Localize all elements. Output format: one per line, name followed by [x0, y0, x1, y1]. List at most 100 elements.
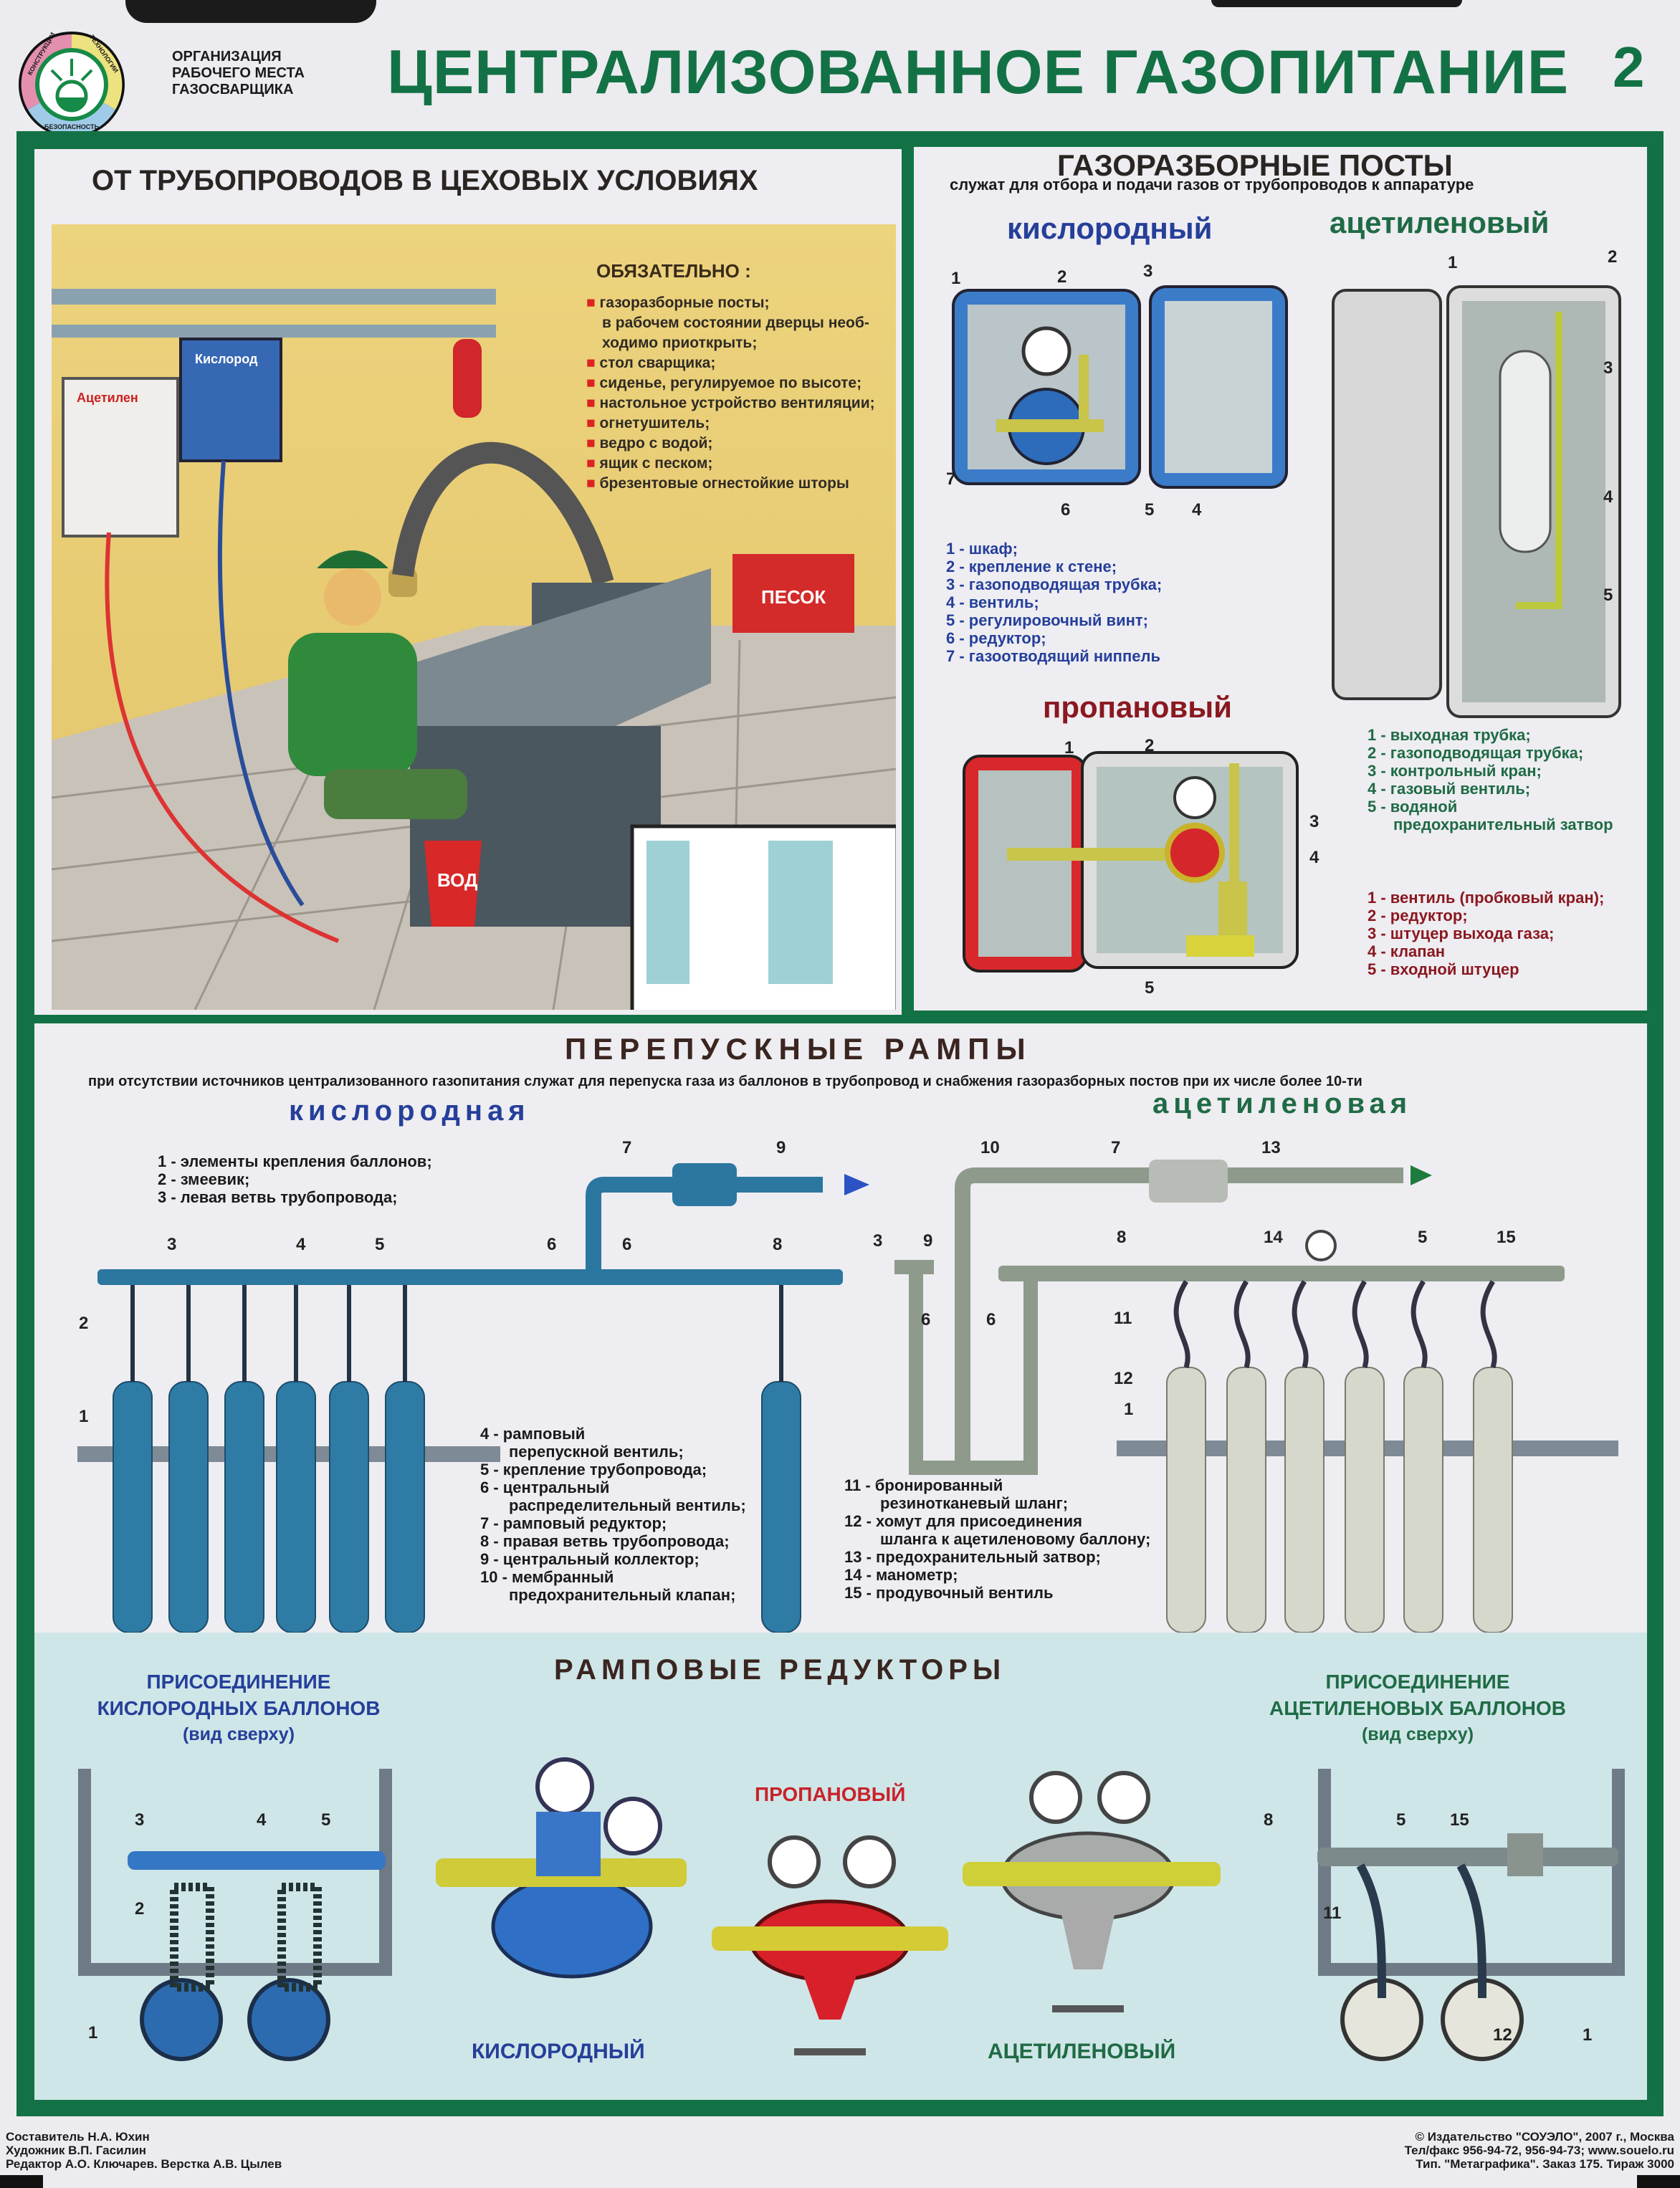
callout: 5 — [1396, 1810, 1406, 1830]
callout: 8 — [1264, 1810, 1274, 1830]
legend-item: 3 - газоподводящая трубка; — [946, 575, 1163, 593]
oxygen-box-label: Кислород — [195, 352, 258, 366]
legend-item: 2 - змеевик; — [158, 1170, 250, 1188]
required-list: ■ газоразборные посты; в рабочем состоян… — [586, 293, 875, 494]
propane-post-legend: 1 - вентиль (пробковый кран); 2 - редукт… — [1368, 889, 1604, 978]
callout: 15 — [1497, 1228, 1516, 1247]
posts-title: ГАЗОРАЗБОРНЫЕ ПОСТЫ — [1057, 148, 1453, 182]
callout: 8 — [773, 1235, 783, 1254]
callout: 1 — [88, 2023, 98, 2043]
credit-line: Художник В.П. Гасилин — [6, 2144, 147, 2157]
oxygen-post-title: кислородный — [1007, 211, 1213, 245]
callout: 12 — [1493, 2025, 1512, 2045]
posts-subtitle: служат для отбора и подачи газов от труб… — [950, 176, 1474, 194]
callout: 2 — [135, 1899, 145, 1919]
oxygen-post-box — [179, 338, 282, 462]
hanger-clip — [0, 2175, 43, 2188]
legend-item: 2 - редуктор; — [1368, 907, 1468, 925]
callout: 14 — [1264, 1228, 1283, 1247]
publisher-line: © Издательство "СОУЭЛО", 2007 г., Москва — [1415, 2130, 1674, 2144]
callout: 9 — [923, 1231, 933, 1251]
bucket-label: ВОД — [437, 869, 478, 891]
legend-item: 3 - контрольный кран; — [1368, 762, 1542, 780]
hanger-clip — [1211, 0, 1462, 7]
legend-item: 14 - манометр; — [844, 1566, 958, 1584]
callout: 10 — [980, 1138, 1000, 1157]
callout: 13 — [1261, 1138, 1281, 1157]
callout: 1 — [1448, 253, 1458, 272]
sand-box — [732, 554, 854, 633]
callout: 6 — [547, 1235, 557, 1254]
legend-item: 4 - рамповый — [480, 1425, 586, 1443]
legend-item: 11 - бронированный — [844, 1476, 1003, 1494]
footer-credits: Составитель Н.А. Юхин Художник В.П. Гаси… — [6, 2130, 282, 2171]
subtitle-line: ГАЗОСВАРЩИКА — [172, 82, 294, 97]
callout: 2 — [1608, 247, 1618, 267]
ramp-legend-4-10: 4 - рамповый перепускной вентиль; 5 - кр… — [480, 1425, 746, 1604]
legend-item: 4 - клапан — [1368, 942, 1446, 960]
callout: 1 — [951, 269, 961, 288]
list-item: ■ стол сварщика; — [586, 355, 716, 371]
legend-item: 2 - крепление к стене; — [946, 558, 1117, 575]
legend-item: 1 - шкаф; — [946, 540, 1018, 558]
list-item: ■ брезентовые огнестойкие шторы — [586, 475, 849, 492]
legend-item: распределительный вентиль; — [509, 1496, 746, 1514]
legend-item: 15 - продувочный вентиль — [844, 1584, 1054, 1602]
legend-item: шланга к ацетиленовому баллону; — [880, 1530, 1151, 1548]
legend-item: 2 - газоподводящая трубка; — [1368, 744, 1584, 762]
legend-item: 9 - центральный коллектор; — [480, 1550, 700, 1568]
legend-item: 4 - газовый вентиль; — [1368, 780, 1531, 798]
callout: 1 — [79, 1407, 89, 1426]
acetylene-post-legend: 1 - выходная трубка; 2 - газоподводящая … — [1368, 726, 1613, 833]
header-subtitle: ОРГАНИЗАЦИЯ РАБОЧЕГО МЕСТА ГАЗОСВАРЩИКА — [172, 49, 305, 98]
legend-item: 12 - хомут для присоединения — [844, 1512, 1082, 1530]
legend-item: 1 - элементы крепления баллонов; — [158, 1152, 432, 1170]
ramps-title: ПЕРЕПУСКНЫЕ РАМПЫ — [565, 1032, 1032, 1066]
oxygen-ramp-legend: 1 - элементы крепления баллонов; 2 - зме… — [158, 1152, 432, 1206]
callout: 6 — [986, 1310, 996, 1329]
callout: 12 — [1114, 1369, 1133, 1388]
legend-item: 4 - вентиль; — [946, 593, 1039, 611]
callout: 7 — [1111, 1138, 1121, 1157]
legend-item: 5 - регулировочный винт; — [946, 611, 1148, 629]
callout: 5 — [1145, 500, 1155, 520]
callout: 5 — [321, 1810, 331, 1830]
callout: 2 — [1057, 267, 1067, 287]
oxygen-post-legend: 1 - шкаф; 2 - крепление к стене; 3 - газ… — [946, 540, 1162, 665]
acetylene-reducer-label: АЦЕТИЛЕНОВЫЙ — [988, 2040, 1176, 2063]
required-title: ОБЯЗАТЕЛЬНО : — [596, 260, 751, 282]
ramps-subtitle: при отсутствии источников централизованн… — [88, 1074, 1362, 1089]
legend-item: 5 - крепление трубопровода; — [480, 1461, 707, 1478]
acetylene-post-box — [62, 377, 179, 538]
legend-item: 10 - мембранный — [480, 1568, 614, 1586]
callout: 4 — [1603, 487, 1613, 507]
legend-item: перепускной вентиль; — [509, 1443, 684, 1461]
title-line: КИСЛОРОДНЫХ БАЛЛОНОВ — [97, 1697, 381, 1719]
credit-line: Составитель Н.А. Юхин — [6, 2130, 150, 2144]
posts-illustration — [952, 285, 1621, 973]
fire-extinguisher — [453, 339, 482, 418]
ramps-illustration — [77, 1160, 1618, 1633]
callout: 3 — [167, 1235, 177, 1254]
workshop-panel: ОТ ТРУБОПРОВОДОВ В ЦЕХОВЫХ УСЛОВИЯХ — [34, 149, 902, 1015]
reducers-panel: РАМПОВЫЕ РЕДУКТОРЫ ПРИСОЕДИНЕНИЕ КИСЛОРО… — [34, 1633, 1647, 2100]
callout: 6 — [921, 1310, 931, 1329]
propane-post-title: пропановый — [1043, 690, 1232, 724]
callout: 4 — [257, 1810, 267, 1830]
callout: 1 — [1124, 1400, 1134, 1419]
title-line: (вид сверху) — [182, 1724, 295, 1744]
title-line: (вид сверху) — [1361, 1724, 1474, 1744]
subtitle-line: РАБОЧЕГО МЕСТА — [172, 65, 305, 81]
callout: 3 — [1309, 812, 1319, 831]
callout: 3 — [1143, 262, 1153, 281]
logo-text: БЕЗОПАСНОСТЬ — [44, 123, 99, 130]
workshop-illustration: Ацетилен Кислород ПЕСОК ВОД ОБЯЗАТЕЛЬНО … — [52, 224, 896, 1010]
callout: 2 — [79, 1314, 89, 1333]
callout: 5 — [1418, 1228, 1428, 1247]
callout: 2 — [1145, 736, 1155, 755]
callout: 5 — [1603, 586, 1613, 605]
left-connection-title: ПРИСОЕДИНЕНИЕ КИСЛОРОДНЫХ БАЛЛОНОВ (вид … — [77, 1668, 400, 1748]
propane-reducer-label: ПРОПАНОВЫЙ — [755, 1783, 906, 1805]
legend-item: 7 - рамповый редуктор; — [480, 1514, 667, 1532]
legend-item: предохранительный затвор — [1393, 816, 1613, 833]
